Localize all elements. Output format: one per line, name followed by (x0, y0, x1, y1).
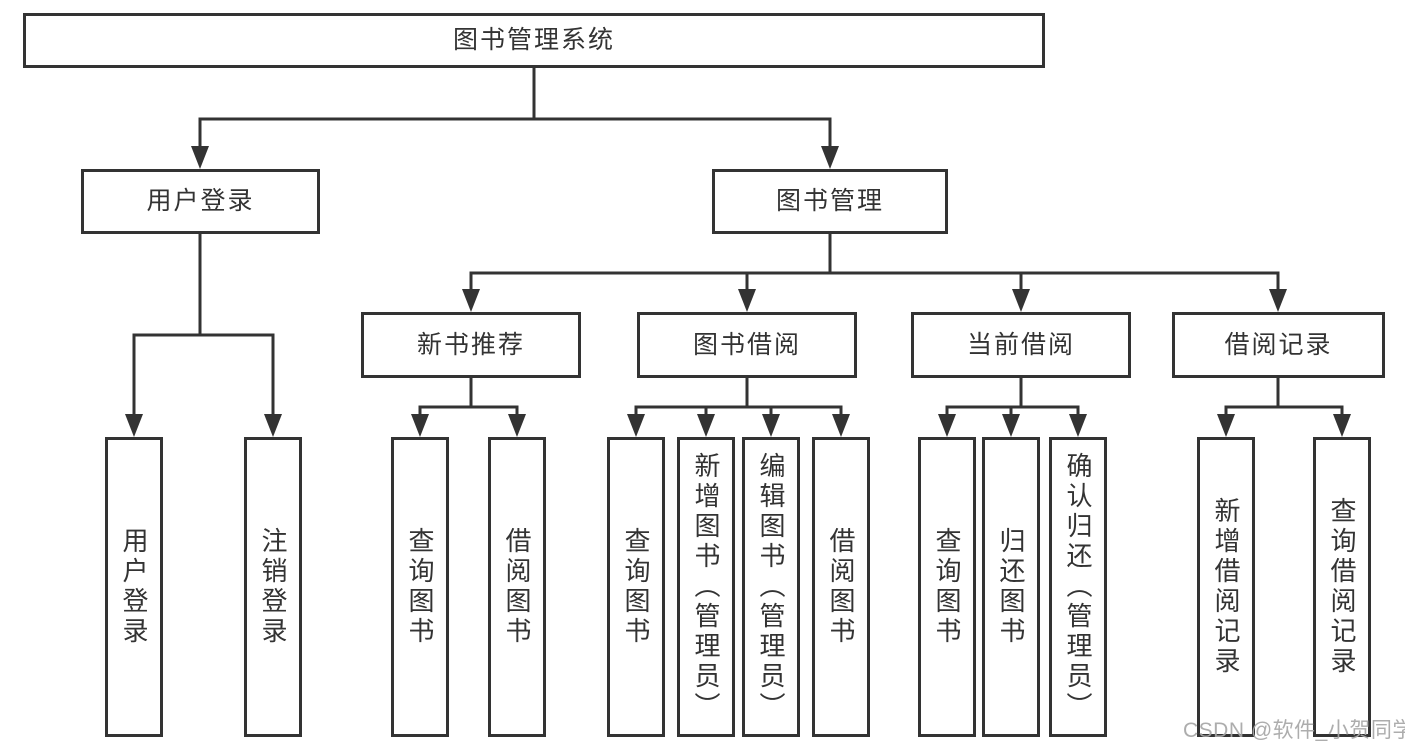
node-book-management: 图书管理 (712, 169, 948, 234)
leaf-add-borrow-record: 新增借阅记录 (1197, 437, 1255, 737)
leaf-query-books-current: 查询图书 (918, 437, 976, 737)
node-user-login-branch: 用户登录 (81, 169, 320, 234)
leaf-query-borrow-record: 查询借阅记录 (1313, 437, 1371, 737)
leaf-logout: 注销登录 (244, 437, 302, 737)
leaf-query-books-borrowing: 查询图书 (607, 437, 665, 737)
leaf-edit-book-admin: 编辑图书（管理员） (742, 437, 800, 737)
leaf-borrow-books-recommend: 借阅图书 (488, 437, 546, 737)
node-current-borrowing: 当前借阅 (911, 312, 1131, 378)
arrowheads (125, 146, 1351, 437)
node-book-borrowing: 图书借阅 (637, 312, 857, 378)
node-library-management-system: 图书管理系统 (23, 13, 1045, 68)
leaf-borrow-books-borrowing: 借阅图书 (812, 437, 870, 737)
node-new-book-recommend: 新书推荐 (361, 312, 581, 378)
leaf-confirm-return-admin: 确认归还（管理员） (1049, 437, 1107, 737)
leaf-user-login: 用户登录 (105, 437, 163, 737)
leaf-add-book-admin: 新增图书（管理员） (677, 437, 735, 737)
watermark: CSDN @软件_小贺同学 (1183, 719, 1405, 742)
leaf-query-books-recommend: 查询图书 (391, 437, 449, 737)
leaf-return-book: 归还图书 (982, 437, 1040, 737)
node-borrowing-records: 借阅记录 (1172, 312, 1385, 378)
